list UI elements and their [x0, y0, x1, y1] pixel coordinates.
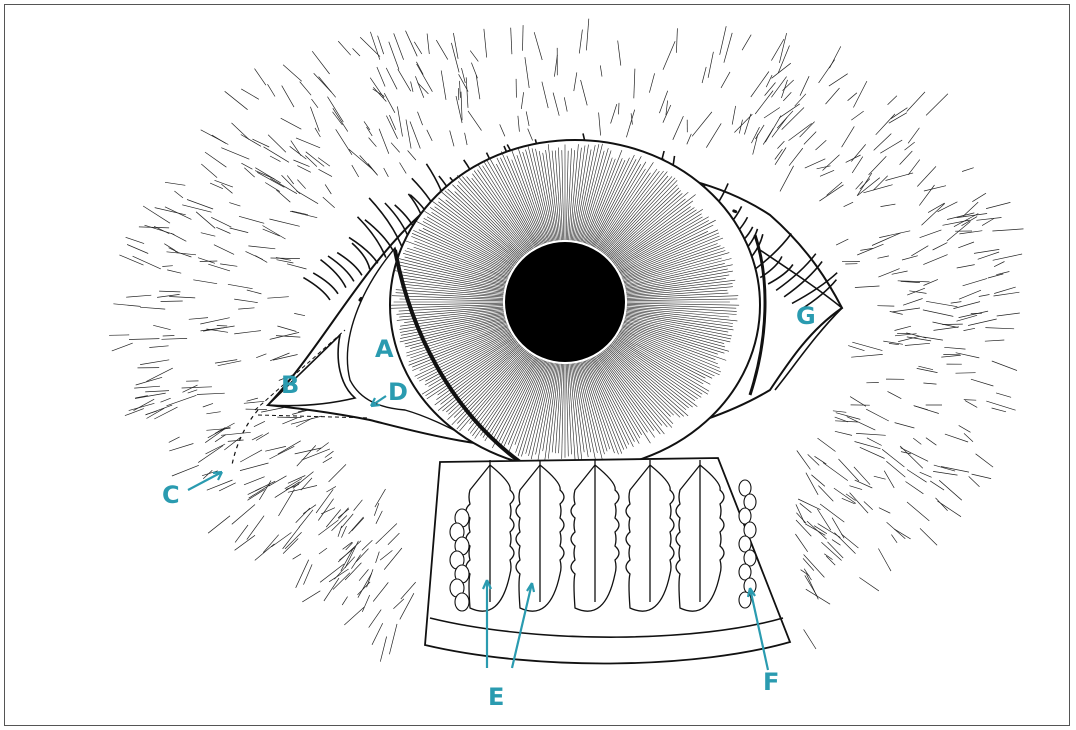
label-e: E [488, 683, 504, 711]
tarsal-gland-section [425, 458, 790, 663]
nasolacrimal-duct [232, 410, 258, 465]
label-d: D [388, 378, 408, 406]
pupil [505, 242, 625, 362]
label-c: C [162, 481, 180, 509]
label-b: B [281, 371, 299, 399]
label-f: F [763, 668, 779, 696]
label-g: G [796, 302, 816, 330]
label-a: A [375, 335, 394, 363]
